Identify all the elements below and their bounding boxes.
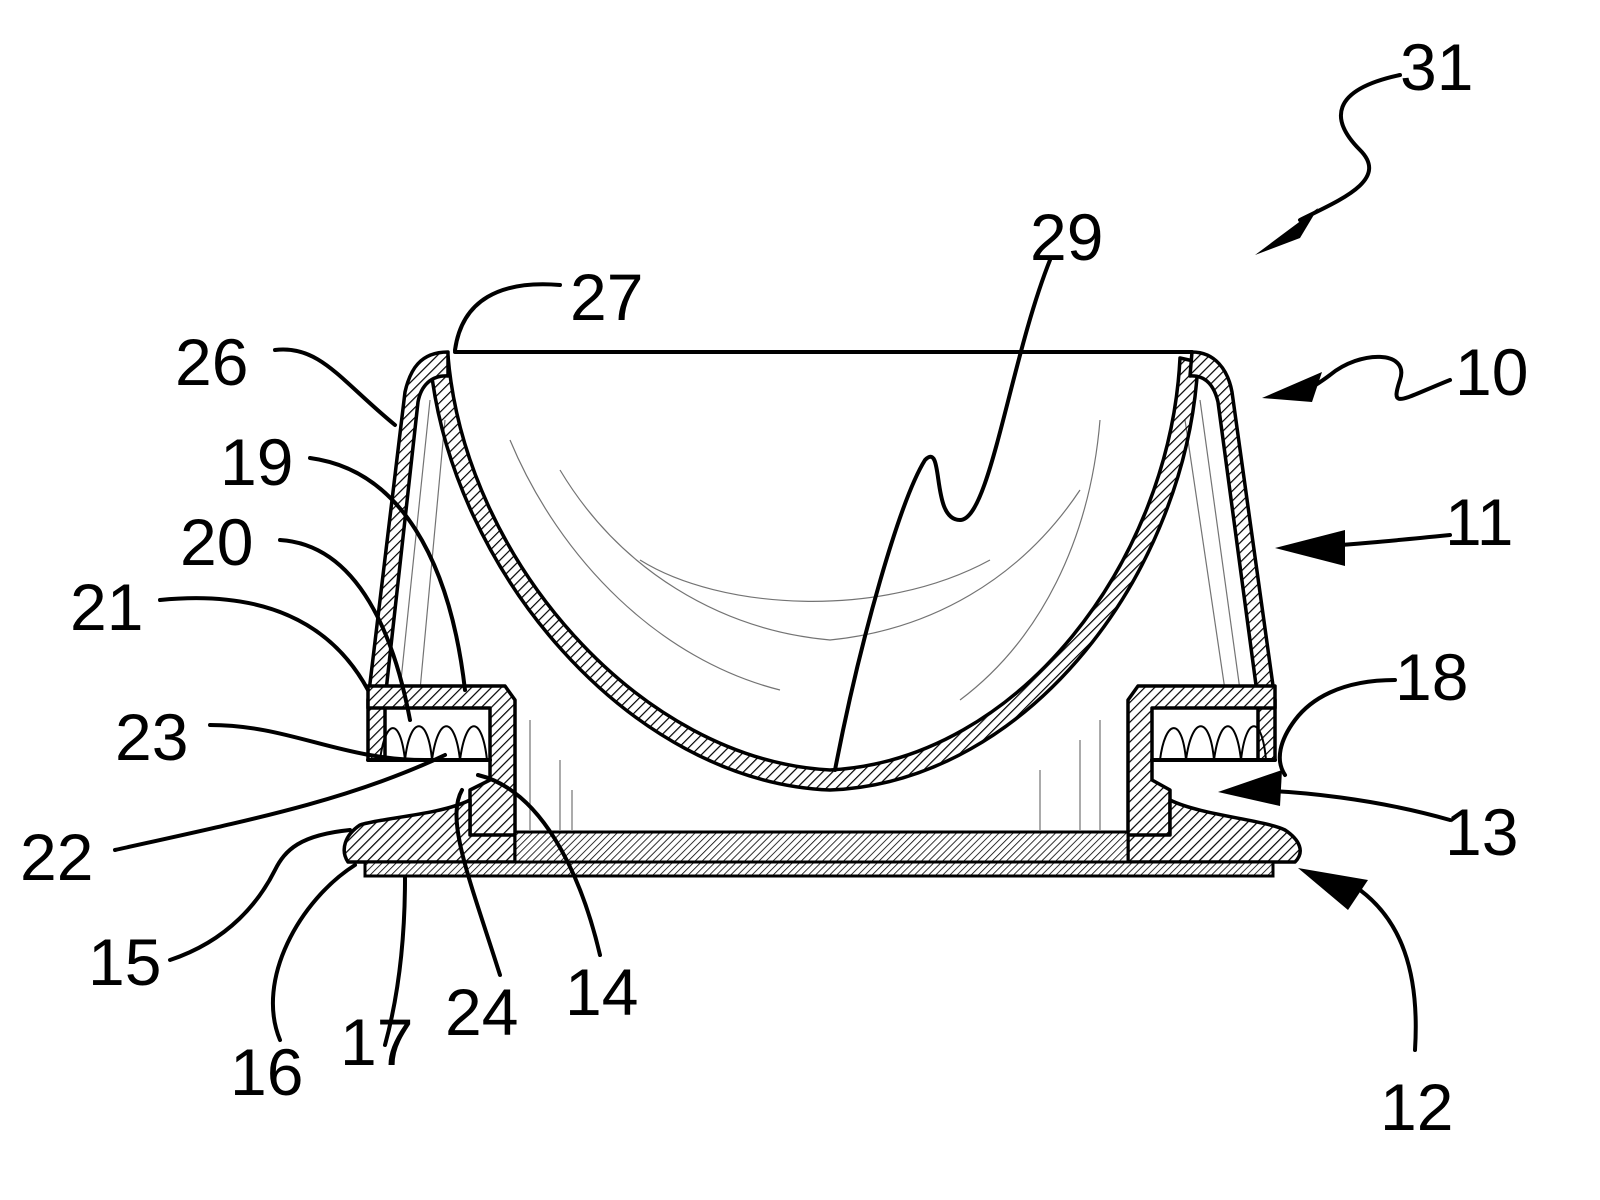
label-23: 23	[115, 700, 188, 774]
bottom-film	[365, 862, 1273, 876]
inner-bowl-shell	[430, 356, 1198, 790]
leader-27	[455, 284, 560, 350]
label-10: 10	[1455, 335, 1528, 409]
label-24: 24	[445, 975, 518, 1049]
leader-18	[1280, 680, 1395, 775]
label-27: 27	[570, 260, 643, 334]
label-26: 26	[175, 325, 248, 399]
floor-plate	[515, 832, 1128, 862]
bowl-shading-3	[640, 560, 990, 601]
leader-21	[160, 598, 368, 690]
bowl-shading-1	[510, 440, 780, 690]
right-seal-bumps	[1160, 726, 1266, 760]
label-11: 11	[1445, 485, 1514, 559]
arrow-10	[1262, 372, 1322, 402]
leader-23	[210, 725, 425, 760]
bowl-shading-2	[560, 470, 1080, 640]
arrow-13	[1218, 770, 1282, 806]
arrow-11	[1275, 530, 1345, 566]
label-19: 19	[220, 425, 293, 499]
label-17: 17	[340, 1005, 413, 1079]
label-31: 31	[1400, 30, 1473, 104]
reference-labels: 31 29 27 26 10 19 20 21 11 23 18 22 13 1…	[20, 30, 1528, 1144]
label-22: 22	[20, 820, 93, 894]
label-12: 12	[1380, 1070, 1453, 1144]
label-20: 20	[180, 505, 253, 579]
label-15: 15	[88, 925, 161, 999]
label-13: 13	[1445, 795, 1518, 869]
label-18: 18	[1395, 640, 1468, 714]
left-seal-bumps	[380, 726, 487, 760]
leader-15	[170, 830, 350, 960]
label-16: 16	[230, 1035, 303, 1109]
arrow-12	[1298, 868, 1368, 910]
leader-26	[275, 350, 395, 425]
cup-drawing	[344, 352, 1300, 876]
leader-31	[1300, 75, 1400, 220]
label-14: 14	[565, 955, 638, 1029]
label-21: 21	[70, 570, 143, 644]
leader-12	[1360, 890, 1416, 1050]
right-inner-shading-2	[1185, 420, 1225, 690]
arrow-31	[1255, 208, 1318, 255]
label-29: 29	[1030, 200, 1103, 274]
